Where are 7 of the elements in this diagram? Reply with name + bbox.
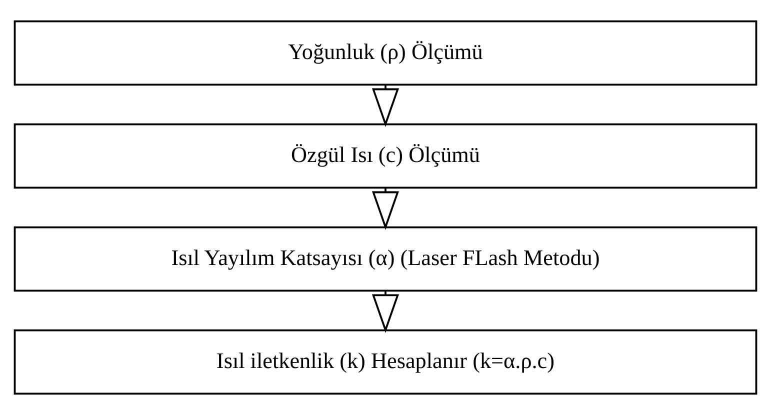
node-box: Yoğunluk (ρ) Ölçümü (14, 20, 758, 86)
node-box: Özgül Isı (c) Ölçümü (14, 123, 758, 189)
arrow (372, 291, 400, 333)
arrow (372, 85, 400, 127)
arrow (372, 188, 400, 230)
node-box: Isıl iletkenlik (k) Hesaplanır (k=α.ρ.c) (14, 329, 758, 395)
node-box: Isıl Yayılım Katsayısı (α) (Laser FLash Metodu) (14, 226, 758, 292)
